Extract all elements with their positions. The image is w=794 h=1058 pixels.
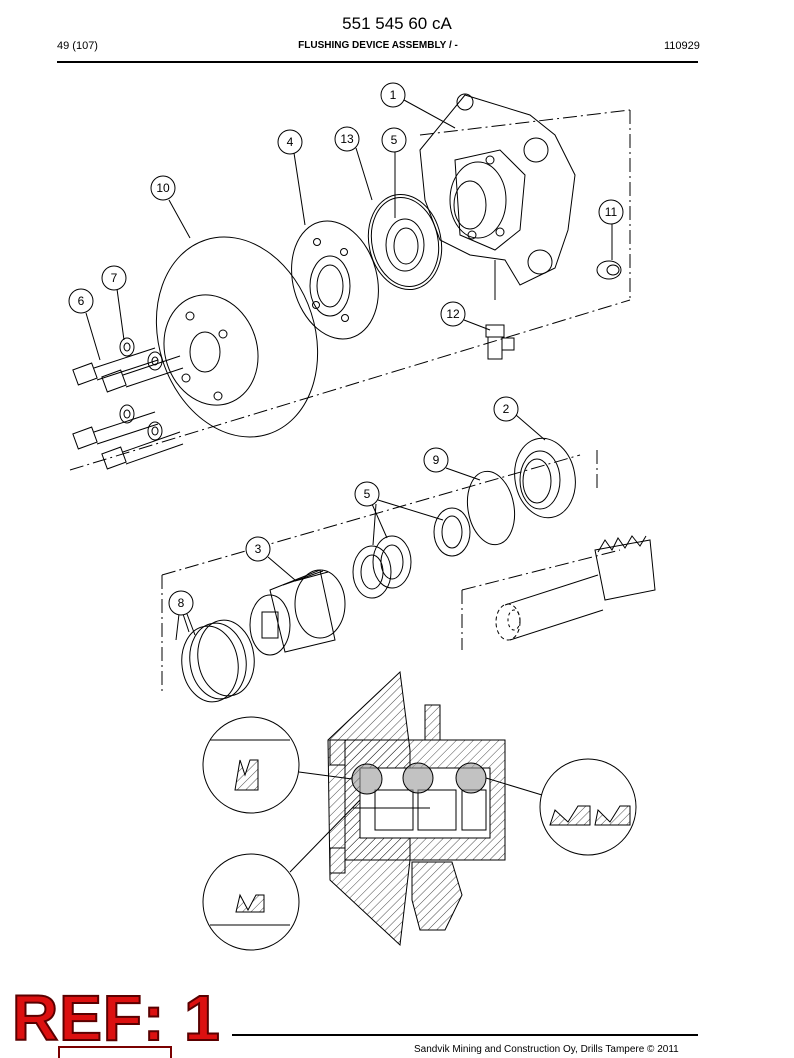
callout-13: 13 bbox=[334, 126, 360, 152]
svg-text:3: 3 bbox=[255, 542, 262, 556]
detail-view-left-upper bbox=[202, 716, 353, 814]
part-8-orings bbox=[181, 619, 255, 703]
callout-leaders bbox=[85, 99, 613, 641]
date-code: 110929 bbox=[664, 40, 700, 52]
svg-text:12: 12 bbox=[446, 307, 460, 321]
ref-label: REF: 1 bbox=[11, 982, 221, 1054]
svg-text:6: 6 bbox=[78, 294, 85, 308]
footer-rule bbox=[232, 1034, 698, 1036]
header-rule bbox=[57, 61, 698, 63]
callout-5a: 5 bbox=[381, 127, 407, 153]
svg-text:1: 1 bbox=[390, 88, 397, 102]
part-5-lower-seals bbox=[352, 507, 471, 599]
part-10-disc bbox=[155, 236, 319, 438]
callout-2: 2 bbox=[493, 396, 519, 422]
callout-9: 9 bbox=[423, 447, 449, 473]
callout-5b: 5 bbox=[354, 481, 380, 507]
svg-text:10: 10 bbox=[156, 181, 170, 195]
brand-logo-box bbox=[58, 1046, 172, 1058]
callout-6: 6 bbox=[68, 288, 94, 314]
part-7-washers bbox=[119, 337, 163, 441]
callout-10: 10 bbox=[150, 175, 176, 201]
svg-text:2: 2 bbox=[503, 402, 510, 416]
cross-section-view bbox=[327, 670, 506, 947]
svg-text:13: 13 bbox=[340, 132, 354, 146]
callout-1: 1 bbox=[380, 82, 406, 108]
part-4-flange bbox=[291, 220, 379, 340]
svg-text:7: 7 bbox=[111, 271, 118, 285]
detail-view-left-lower bbox=[202, 799, 361, 951]
svg-text:8: 8 bbox=[178, 596, 185, 610]
part-13-oring bbox=[367, 193, 443, 291]
part-2-bushing bbox=[514, 437, 576, 519]
page-title: FLUSHING DEVICE ASSEMBLY / - bbox=[298, 40, 458, 51]
detail-view-right bbox=[485, 758, 637, 856]
assembly-boundary-lower bbox=[161, 450, 621, 695]
part-6-bolts bbox=[72, 347, 184, 470]
part-5-upper-seal bbox=[385, 218, 425, 272]
document-number: 551 545 60 cA bbox=[342, 14, 452, 33]
copyright-text: Sandvik Mining and Construction Oy, Dril… bbox=[414, 1044, 679, 1055]
callout-7: 7 bbox=[101, 265, 127, 291]
callout-3: 3 bbox=[245, 536, 271, 562]
part-12-nipple bbox=[485, 324, 515, 360]
callout-11: 11 bbox=[598, 199, 624, 225]
part-11-plug bbox=[596, 260, 622, 280]
svg-text:5: 5 bbox=[364, 487, 371, 501]
assembly-boundary-upper bbox=[69, 109, 631, 471]
page-number: 49 (107) bbox=[57, 40, 98, 52]
shank-reference bbox=[495, 535, 656, 641]
part-1-housing bbox=[419, 93, 576, 300]
svg-text:9: 9 bbox=[433, 453, 440, 467]
svg-text:4: 4 bbox=[287, 135, 294, 149]
callout-12: 12 bbox=[440, 301, 466, 327]
part-9-oring bbox=[466, 470, 516, 546]
svg-text:5: 5 bbox=[391, 133, 398, 147]
part-3-flushing-housing bbox=[249, 569, 346, 656]
callout-4: 4 bbox=[277, 129, 303, 155]
svg-text:11: 11 bbox=[605, 205, 618, 219]
callout-8: 8 bbox=[168, 590, 194, 616]
